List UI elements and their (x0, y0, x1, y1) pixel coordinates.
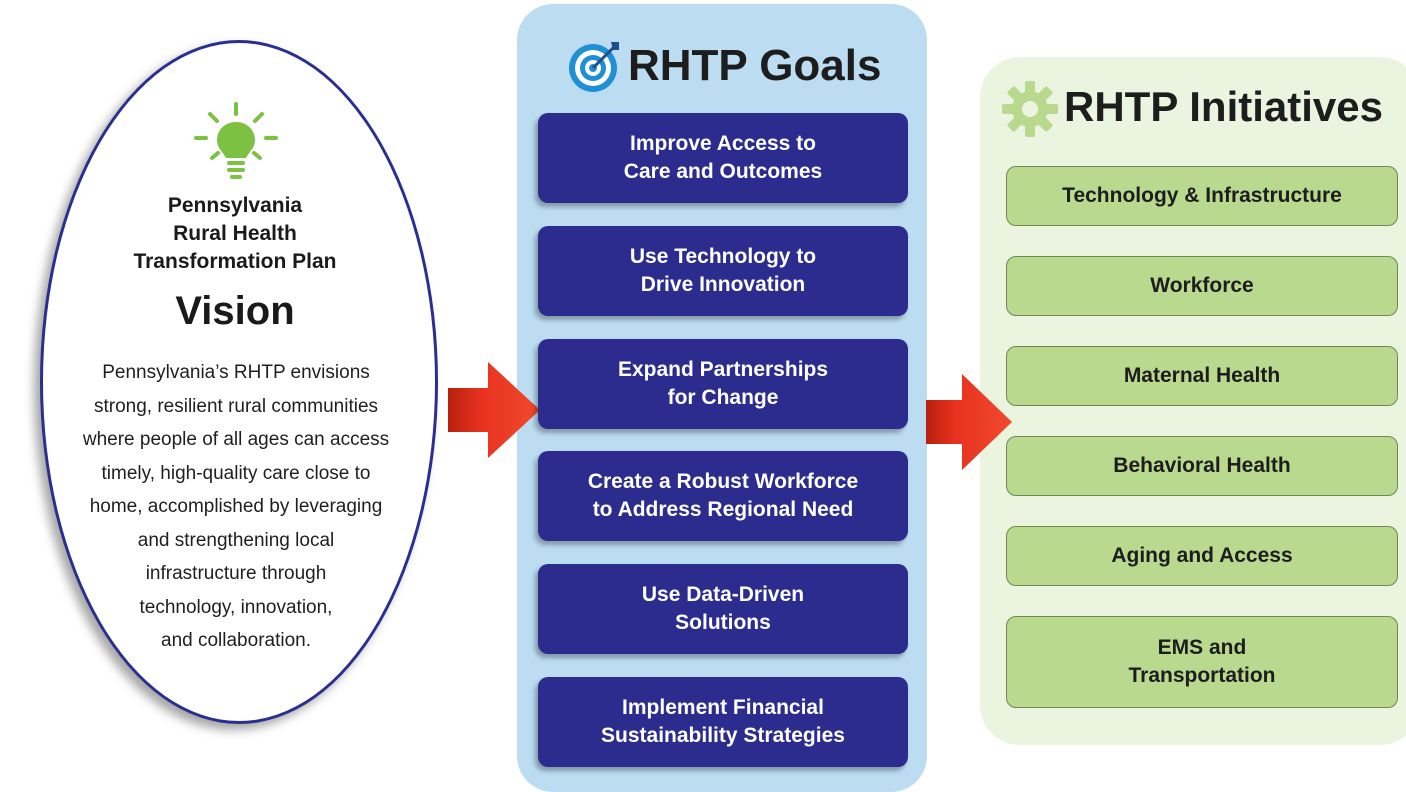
initiative-line: Behavioral Health (1113, 454, 1291, 477)
vision-heading-line: Pennsylvania (167, 194, 303, 217)
goal-line: Solutions (675, 611, 771, 634)
initiative-line: Technology & Infrastructure (1062, 184, 1342, 207)
initiative-line: Transportation (1128, 664, 1276, 687)
initiative-box: Behavioral Health (1006, 436, 1398, 496)
goal-box: Create a Robust Workforce to Address Regi… (538, 451, 908, 541)
vision-body: Pennsylvania’s RHTP envisions strong, re… (52, 356, 420, 658)
goal-line: Improve Access to (630, 132, 816, 155)
goal-line: Expand Partnerships (617, 358, 829, 381)
vision-body-line: technology, innovation, (139, 596, 333, 618)
initiative-box: Maternal Health (1006, 346, 1398, 406)
initiative-box: Workforce (1006, 256, 1398, 316)
gear-icon (1002, 81, 1058, 137)
goal-box: Improve Access to Care and Outcomes (538, 113, 908, 203)
goal-line: Care and Outcomes (623, 160, 823, 183)
target-icon (569, 42, 619, 92)
vision-heading-line: Rural Health (173, 222, 297, 245)
vision-heading-line: Transformation Plan (133, 250, 337, 273)
vision-body-line: timely, high-quality care close to (101, 462, 371, 484)
arrow-vision-to-goals-icon (448, 362, 540, 458)
vision-body-line: home, accomplished by leveraging (89, 496, 383, 517)
initiative-line: Workforce (1150, 274, 1254, 297)
goal-line: Create a Robust Workforce (587, 470, 859, 493)
vision-body-line: where people of all ages can access (82, 429, 390, 450)
goal-box: Use Technology to Drive Innovation (538, 226, 908, 316)
vision-body-line: infrastructure through (145, 563, 327, 584)
goal-line: Drive Innovation (640, 273, 806, 296)
vision-body-line: Pennsylvania’s RHTP envisions (102, 362, 370, 383)
initiative-line: Maternal Health (1123, 364, 1281, 387)
vision-body-line: strong, resilient rural communities (93, 395, 379, 417)
vision-title: Vision (175, 289, 295, 333)
goal-line: to Address Regional Need (592, 498, 854, 521)
goal-line: Use Data-Driven (641, 583, 805, 606)
initiative-line: EMS and (1157, 636, 1247, 659)
lightbulb-icon (194, 102, 278, 179)
goal-line: Use Technology to (629, 245, 817, 268)
vision-body-line: and collaboration. (161, 630, 311, 651)
initiatives-title: RHTP Initiatives (1064, 83, 1383, 130)
goal-line: for Change (667, 386, 779, 409)
arrow-goals-to-initiatives-icon (926, 374, 1012, 470)
initiative-box: Technology & Infrastructure (1006, 166, 1398, 226)
goal-box: Expand Partnerships for Change (538, 339, 908, 429)
goal-line: Implement Financial (622, 696, 824, 719)
goal-line: Sustainability Strategies (601, 724, 845, 747)
goals-title: RHTP Goals (628, 41, 882, 90)
vision-heading: Pennsylvania Rural Health Transformation… (90, 192, 380, 276)
initiative-box: Aging and Access (1006, 526, 1398, 586)
initiative-line: Aging and Access (1111, 544, 1293, 567)
vision-body-line: and strengthening local (137, 529, 335, 551)
